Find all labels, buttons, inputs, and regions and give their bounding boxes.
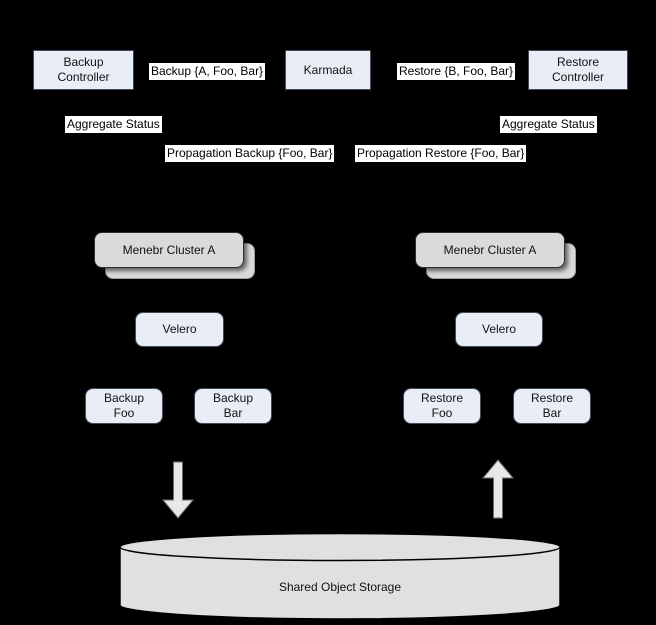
- node-restore-bar: Restore Bar: [513, 388, 591, 424]
- node-backup-controller: Backup Controller: [33, 50, 134, 90]
- node-member-cluster-left: Menebr Cluster A: [94, 232, 244, 268]
- edge-label-backup-request: Backup {A, Foo, Bar}: [149, 63, 266, 80]
- up-arrow-icon: [481, 459, 515, 519]
- down-arrow-icon: [161, 461, 195, 519]
- node-velero-right: Velero: [455, 312, 543, 347]
- edge-label-restore-request: Restore {B, Foo, Bar}: [397, 63, 516, 80]
- node-member-cluster-right: Menebr Cluster A: [415, 232, 565, 268]
- node-velero-left: Velero: [135, 312, 224, 347]
- node-shared-object-storage: Shared Object Storage: [278, 580, 402, 594]
- node-backup-bar: Backup Bar: [194, 388, 272, 424]
- node-karmada: Karmada: [285, 50, 371, 90]
- node-backup-foo: Backup Foo: [85, 388, 163, 424]
- node-label: Restore Foo: [420, 391, 464, 420]
- edge-label-aggregate-status-right: Aggregate Status: [500, 116, 597, 133]
- storage-cylinder-icon: [119, 532, 561, 620]
- node-label: Backup Bar: [212, 391, 254, 420]
- edge-label-propagation-restore: Propagation Restore {Foo, Bar}: [355, 145, 527, 162]
- edge-label-aggregate-status-left: Aggregate Status: [65, 116, 162, 133]
- node-label: Velero: [481, 322, 517, 336]
- edge-label-propagation-backup: Propagation Backup {Foo, Bar}: [165, 145, 335, 162]
- node-restore-foo: Restore Foo: [403, 388, 481, 424]
- node-label: Karmada: [303, 62, 353, 77]
- node-label: Backup Foo: [103, 391, 145, 420]
- node-restore-controller: Restore Controller: [528, 50, 628, 90]
- node-label: Menebr Cluster A: [443, 243, 537, 257]
- node-label: Velero: [162, 322, 197, 336]
- node-label: Restore Bar: [530, 391, 574, 420]
- node-label: Menebr Cluster A: [122, 243, 216, 257]
- node-label: Restore Controller: [551, 55, 605, 84]
- node-label: Backup Controller: [57, 55, 110, 84]
